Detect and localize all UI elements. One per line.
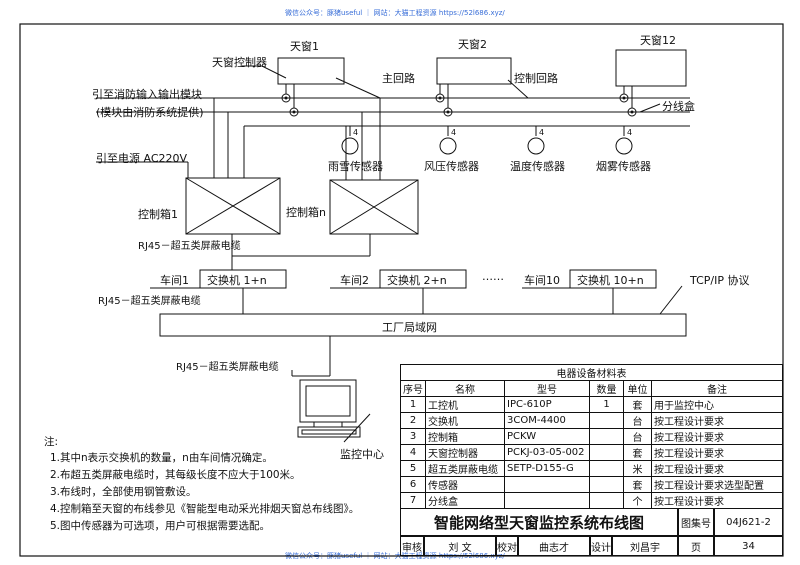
table-header-row: 序号 名称 型号 数量 单位 备注 (400, 380, 783, 397)
svg-text:4: 4 (539, 128, 544, 137)
fire-link-note: (模块由消防系统提供) (96, 106, 204, 119)
header-cell: 序号 (400, 380, 426, 397)
rj45-cable-label-3: RJ45－超五类屏蔽电缆 (176, 362, 279, 373)
switch-10-label: 交换机 10+n (577, 274, 644, 287)
control-box-n-label: 控制箱n (286, 206, 326, 219)
sensor-smoke: 烟雾传感器 (596, 160, 651, 173)
table-title: 电器设备材料表 (400, 364, 783, 381)
atlas-label: 图集号 (678, 508, 714, 536)
rj45-cable-label-1: RJ45－超五类屏蔽电缆 (138, 241, 241, 252)
control-box-n (329, 179, 419, 235)
drawing-frame (19, 23, 784, 557)
sensor-wind-pressure: 风压传感器 (424, 160, 479, 173)
note-2: 2.布超五类屏蔽电缆时，其每级长度不应大于100米。 (50, 469, 301, 481)
skylight-1-label: 天窗1 (290, 40, 319, 53)
control-box-1 (185, 177, 281, 235)
skylight-12-box (615, 49, 687, 87)
reviewer-name: 刘 文 (424, 536, 496, 556)
header-cell: 数量 (589, 380, 624, 397)
sensor-rain-snow: 雨雪传感器 (328, 160, 383, 173)
lan-label: 工厂局域网 (382, 321, 437, 334)
skylight-2-box (436, 57, 512, 85)
control-box-1-label: 控制箱1 (138, 208, 178, 221)
power-source-label: 引至电源 AC220V (96, 152, 188, 165)
note-3: 3.布线时，全部使用钢管敷设。 (50, 486, 197, 498)
page-number: 34 (714, 536, 783, 556)
switch-2-label: 交换机 2+n (387, 274, 447, 287)
atlas-number: 04J621-2 (714, 508, 783, 536)
skylight-1-box (277, 57, 345, 85)
sensor-temperature: 温度传感器 (510, 160, 565, 173)
svg-text:4: 4 (627, 128, 632, 137)
note-1: 1.其中n表示交换机的数量，n由车间情况确定。 (50, 452, 273, 464)
note-4: 4.控制箱至天窗的布线参见《智能型电动采光排烟天窗总布线图》。 (50, 503, 360, 515)
main-loop-label: 主回路 (382, 72, 415, 85)
factory-lan-bus (159, 313, 687, 337)
svg-text:4: 4 (353, 128, 358, 137)
header-cell: 备注 (651, 380, 783, 397)
skylight-12-label: 天窗12 (640, 34, 676, 47)
ellipsis: …… (482, 270, 504, 283)
header-cell: 名称 (425, 380, 505, 397)
designer-name: 刘昌宇 (612, 536, 678, 556)
monitor-computer-icon (297, 379, 361, 438)
header-cell: 单位 (623, 380, 652, 397)
header-cell: 型号 (504, 380, 590, 397)
control-loop-label: 控制回路 (514, 72, 558, 85)
workshop-2-label: 车间2 (340, 274, 369, 287)
check-label: 校对 (496, 536, 518, 556)
monitor-center-label: 监控中心 (340, 448, 384, 461)
workshop-10-label: 车间10 (524, 274, 560, 287)
skylight-controller-label: 天窗控制器 (212, 56, 267, 69)
skylight-2-label: 天窗2 (458, 38, 487, 51)
design-label: 设计 (590, 536, 612, 556)
workshop-1-label: 车间1 (160, 274, 189, 287)
table-title-row: 电器设备材料表 (400, 364, 783, 381)
switch-1-label: 交换机 1+n (207, 274, 267, 287)
protocol-label: TCP/IP 协议 (690, 274, 750, 287)
page-label: 页 (678, 536, 714, 556)
notes-heading: 注: (44, 436, 59, 448)
note-5: 5.图中传感器为可选项，用户可根据需要选配。 (50, 520, 271, 532)
watermark-top: 微信公众号：豚猪useful ｜ 网站：大猫工程资源 https://52l68… (285, 9, 505, 17)
controller-leader (242, 65, 287, 79)
fire-link-label: 引至消防输入输出模块 (92, 88, 202, 101)
sensor-symbols (341, 126, 633, 155)
junction-nodes (281, 93, 637, 117)
junction-box-label: 分线盒 (662, 100, 695, 113)
rj45-cable-label-2: RJ45－超五类屏蔽电缆 (98, 296, 201, 307)
drawing-title: 智能网络型天窗监控系统布线图 (400, 508, 678, 536)
checker-name: 曲志才 (518, 536, 590, 556)
svg-text:4: 4 (451, 128, 456, 137)
review-label: 审核 (400, 536, 424, 556)
